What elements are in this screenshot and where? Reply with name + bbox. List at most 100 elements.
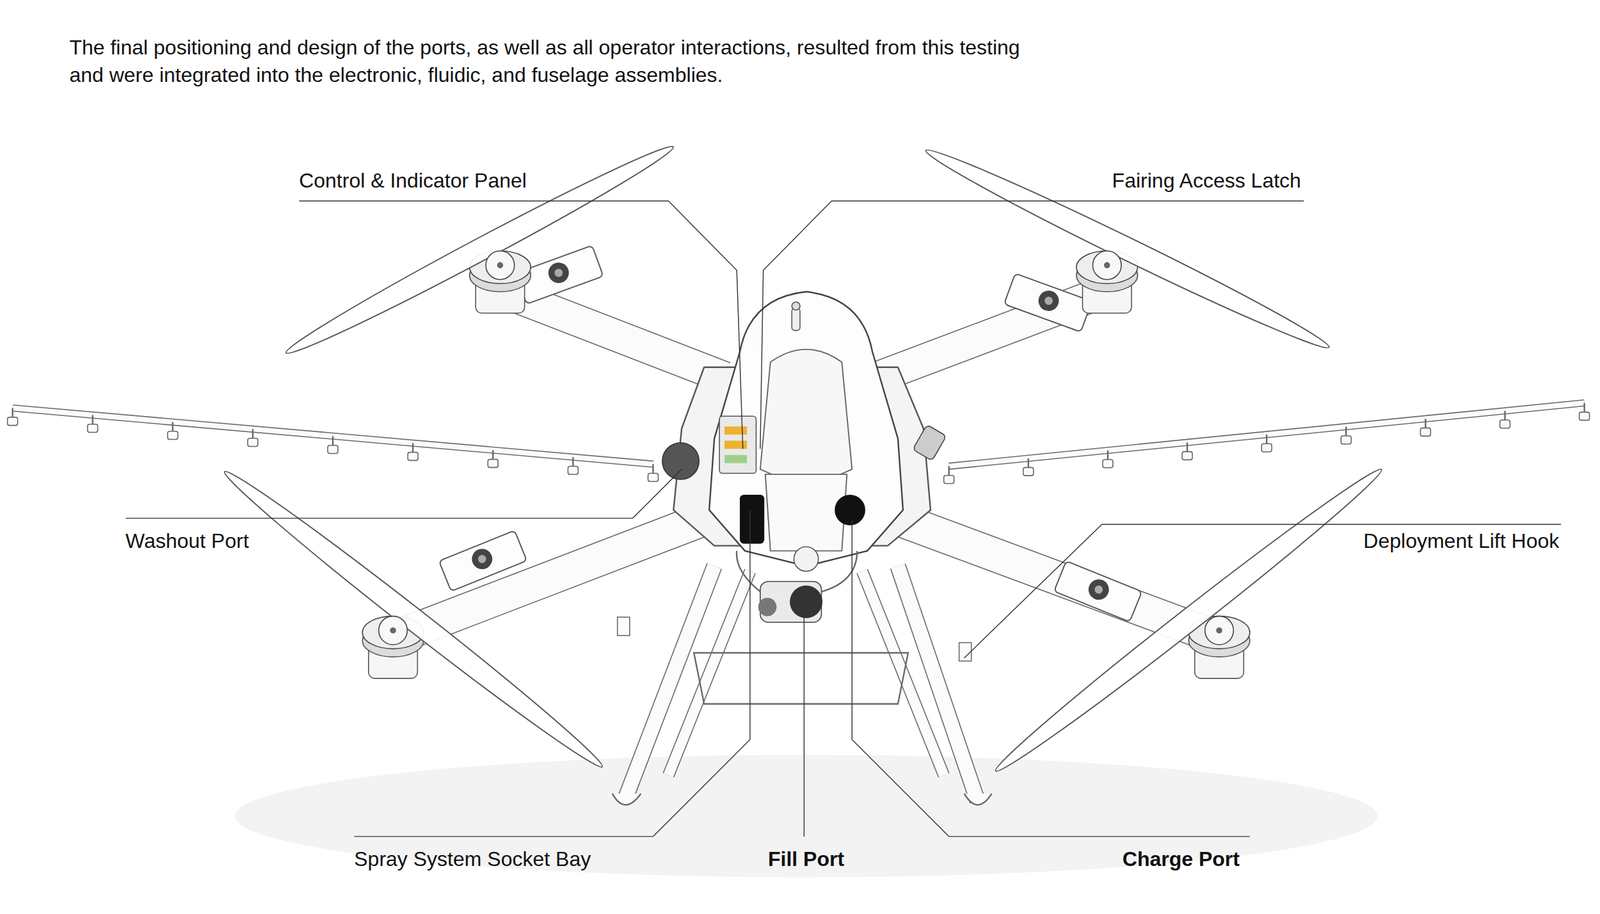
rotor: [988, 460, 1389, 781]
ground-shadow: [234, 754, 1378, 877]
spray-nozzle: [944, 475, 955, 484]
esc-fan-hub: [1043, 295, 1054, 306]
part-label: Deployment Lift Hook: [1363, 528, 1560, 553]
spray-nozzle: [1182, 451, 1193, 461]
boom-tube-edge: [12, 408, 654, 465]
gear-clamp: [617, 616, 630, 636]
fairing-nose: [765, 474, 848, 552]
caption-text: The final positioning and design of the …: [69, 33, 1049, 89]
spray-nozzle: [87, 424, 98, 433]
propeller: [280, 136, 680, 363]
indicator-mark: [724, 426, 747, 435]
leader-line: [803, 591, 805, 837]
pump-motor: [789, 585, 823, 619]
prop-bolt: [497, 262, 504, 269]
fairing-latch: [912, 424, 947, 461]
rotor: [217, 462, 610, 776]
esc-unit: [439, 530, 527, 592]
boom-tube-edge: [949, 403, 1585, 467]
prop-hub: [1205, 616, 1234, 646]
charge-port: [834, 494, 866, 526]
boom-tube: [949, 403, 1585, 467]
leader-line: [964, 524, 1561, 658]
indicator-mark: [724, 440, 747, 450]
pump-inlet: [758, 597, 777, 617]
arm-edge: [408, 515, 715, 633]
spray-nozzle: [1023, 467, 1034, 476]
propeller: [988, 460, 1389, 781]
prop-hub: [378, 616, 408, 646]
esc-fan-hub: [1093, 584, 1104, 596]
fuselage: [662, 291, 947, 623]
esc-box: [439, 530, 527, 592]
tank-fairing: [709, 291, 904, 567]
part-label: Fill Port: [768, 846, 845, 872]
part-label: Fairing Access Latch: [1112, 168, 1302, 193]
spray-nozzle: [1420, 428, 1431, 437]
spray-nozzle: [1261, 443, 1272, 452]
spray-nozzle: [487, 459, 498, 468]
gear-leg-inner: [668, 571, 751, 776]
spray-nozzle: [1500, 419, 1511, 429]
spray-nozzle: [407, 452, 418, 461]
fairing-top: [760, 349, 852, 490]
prop-hub: [1092, 250, 1122, 280]
leader-line: [126, 469, 683, 519]
pump-hose: [736, 551, 857, 592]
arm-edge: [887, 515, 1204, 633]
prop-bolt: [1216, 627, 1223, 634]
part-label: Control & Indicator Panel: [298, 168, 527, 193]
indicator-panel: [719, 416, 756, 473]
arm: [408, 515, 715, 633]
arms: [408, 245, 1204, 633]
leader-line: [354, 510, 751, 837]
arm: [499, 290, 725, 377]
esc-fan-hub: [476, 553, 488, 565]
leader-line: [760, 200, 1304, 449]
landing-gear: [612, 566, 992, 806]
gear-crossbar: [693, 652, 909, 704]
esc-fan: [1035, 287, 1062, 314]
spray-nozzle: [1340, 435, 1352, 445]
spray-nozzle: [648, 473, 659, 482]
arm: [887, 515, 1204, 633]
gear-leg-inner-edge: [668, 571, 751, 776]
lift-hook: [959, 642, 972, 662]
gear-leg-inner-edge: [862, 571, 944, 776]
rotor: [280, 136, 680, 363]
esc-fan: [545, 259, 572, 287]
spray-nozzle: [247, 438, 258, 447]
indicator-mark: [724, 455, 747, 464]
antenna: [791, 307, 800, 331]
spray-nozzle: [1579, 412, 1590, 421]
esc-box: [1054, 561, 1142, 623]
esc-fan-hub: [553, 267, 564, 278]
leader-line: [851, 520, 1250, 837]
part-label: Charge Port: [1122, 846, 1240, 872]
propeller: [217, 462, 610, 776]
arm-edge: [499, 290, 725, 377]
spray-nozzle: [167, 431, 178, 440]
spray-nozzle: [567, 466, 578, 475]
nose-sensor: [793, 546, 818, 571]
part-label: Spray System Socket Bay: [353, 846, 591, 872]
esc-fan: [1085, 576, 1112, 603]
gear-foot: [612, 793, 642, 806]
gear-foot: [964, 793, 992, 806]
leader-line: [298, 200, 743, 449]
antenna-tip: [791, 302, 800, 311]
spray-nozzle: [1102, 459, 1113, 468]
propeller: [920, 140, 1335, 358]
esc-fan: [469, 545, 496, 573]
fill-port-door: [739, 494, 765, 544]
spray-nozzle: [7, 417, 18, 426]
gear-leg-inner: [862, 571, 944, 776]
boom-tube: [12, 408, 654, 465]
esc-unit: [1054, 561, 1142, 623]
rotor: [920, 140, 1335, 358]
prop-bolt: [1104, 262, 1111, 269]
washout-port: [662, 442, 699, 480]
prop-hub: [485, 250, 515, 280]
part-label: Washout Port: [125, 528, 249, 553]
